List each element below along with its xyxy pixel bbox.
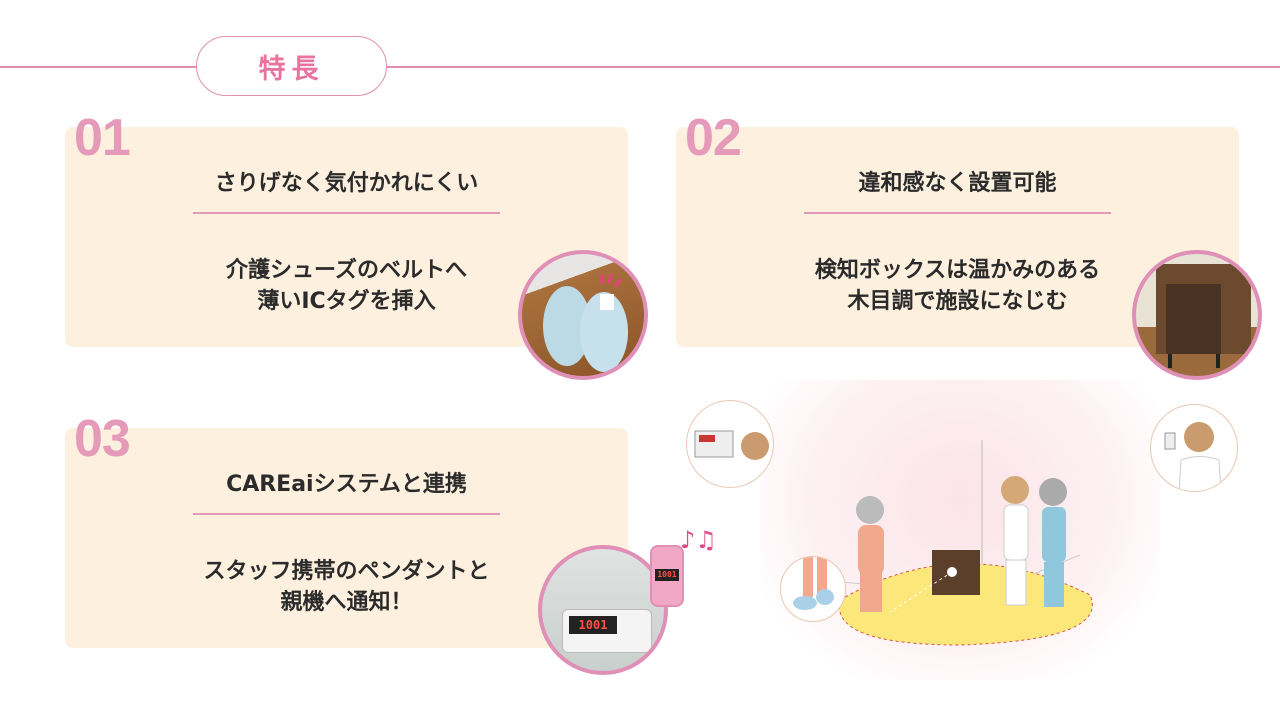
shoes-photo xyxy=(518,250,648,380)
receiver-display: 1001 xyxy=(569,616,617,634)
feature-card-2: 違和感なく設置可能 検知ボックスは温かみのある木目調で施設になじむ xyxy=(676,127,1239,347)
divider xyxy=(193,212,500,214)
feature-title: CAREaiシステムと連携 xyxy=(226,472,467,497)
divider xyxy=(804,212,1111,214)
feature-body: 介護シューズのベルトへ薄いICタグを挿入 xyxy=(226,258,467,314)
wooden-box-image xyxy=(1156,264,1251,368)
pendant-alert-bubble xyxy=(1150,404,1238,492)
receiver-device: 1001 xyxy=(562,609,652,653)
receiver-photo: 1001 xyxy=(538,545,668,675)
feature-number: 03 xyxy=(74,410,131,468)
pendant-display: 1001 xyxy=(655,569,679,581)
divider xyxy=(193,513,500,515)
feature-body: スタッフ携帯のペンダントと親機へ通知！ xyxy=(203,559,490,615)
shoe-detail-bubble xyxy=(780,556,846,622)
feature-title: さりげなく気付かれにくい xyxy=(214,171,479,196)
feature-card-1: さりげなく気付かれにくい 介護シューズのベルトへ薄いICタグを挿入 xyxy=(65,127,628,347)
section-title: 特長 xyxy=(196,36,387,96)
feature-title: 違和感なく設置可能 xyxy=(858,171,1057,196)
feature-card-3: CAREaiシステムと連携 スタッフ携帯のペンダントと親機へ通知！ xyxy=(65,428,628,648)
music-note-icon: ♪♫ xyxy=(680,526,717,554)
feature-number: 02 xyxy=(685,109,742,167)
shoes-image xyxy=(543,273,628,372)
box-photo xyxy=(1132,250,1262,380)
header-rule xyxy=(0,66,1280,68)
feature-body: 検知ボックスは温かみのある木目調で施設になじむ xyxy=(814,258,1101,314)
usage-illustration xyxy=(760,380,1160,680)
scene-drawing xyxy=(819,440,1093,646)
feature-number: 01 xyxy=(74,109,131,167)
pendant-device: 1001 xyxy=(650,545,684,607)
receiver-alert-bubble xyxy=(686,400,774,488)
